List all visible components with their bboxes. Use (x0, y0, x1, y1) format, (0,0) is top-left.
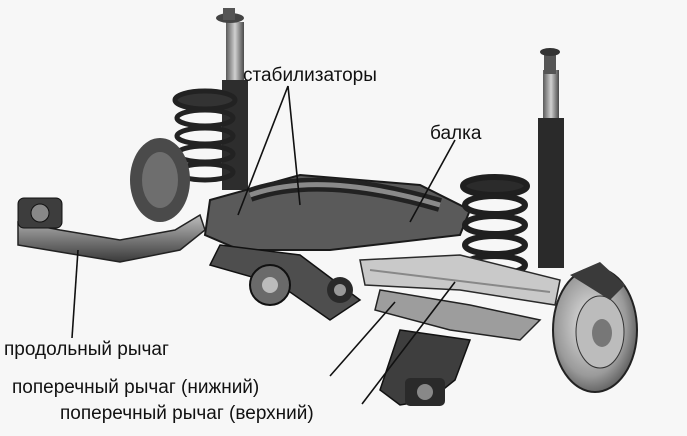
trailing-arm (17, 197, 206, 263)
center-hub (249, 264, 353, 306)
right-shock-absorber (538, 48, 564, 268)
leader-lines (71, 85, 456, 405)
right-brake-disc (552, 262, 638, 393)
label-lower-transverse-arm: поперечный рычаг (нижний) (12, 377, 260, 398)
label-beam: балка (430, 123, 482, 144)
lower-bracket (379, 329, 472, 406)
label-upper-transverse-arm: поперечный рычаг (верхний) (60, 403, 314, 424)
label-stabilizers: стабилизаторы (243, 65, 377, 86)
left-knuckle (130, 138, 190, 222)
upper-transverse-arm (374, 289, 542, 341)
label-trailing-arm: продольный рычаг (4, 339, 169, 360)
lower-transverse-arm (359, 254, 561, 306)
